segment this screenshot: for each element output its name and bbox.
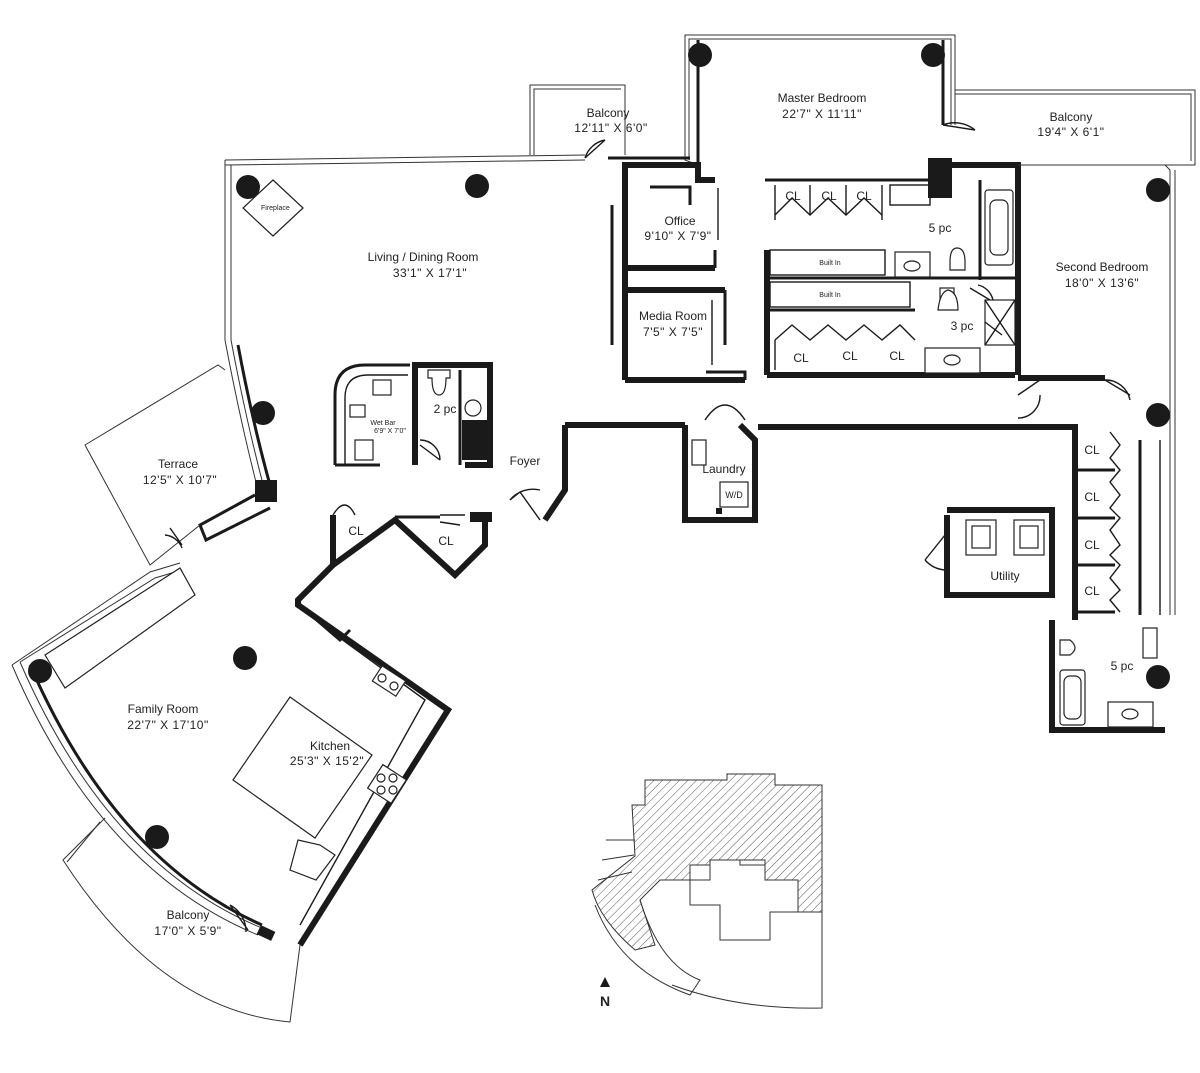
powder-room-label: 2 pc [434, 402, 457, 416]
media-room-name: Media Room [639, 309, 707, 323]
terrace-name: Terrace [158, 457, 198, 471]
column [688, 43, 712, 67]
toilet-icon [949, 247, 966, 271]
north-arrow-icon [600, 977, 610, 987]
column [1146, 178, 1170, 202]
kitchen-name: Kitchen [310, 739, 350, 753]
utility-label: Utility [990, 569, 1019, 583]
column [1146, 403, 1170, 427]
balcony-south-outline [62, 817, 301, 1023]
column [1146, 665, 1170, 689]
sink-icon [371, 664, 407, 698]
closet-label: CL [438, 534, 454, 548]
column [921, 43, 945, 67]
second-bedroom-dim: 18'0" X 13'6" [1065, 276, 1139, 290]
living-dining-name: Living / Dining Room [368, 250, 479, 264]
second-bath-label: 5 pc [1111, 659, 1134, 673]
master-bath [894, 162, 1021, 375]
hall-closets [1075, 431, 1121, 614]
fireplace [242, 179, 304, 237]
key-plan [591, 773, 823, 1009]
wet-bar-dim: 6'9" X 7'0" [374, 428, 406, 435]
foyer-closets [330, 504, 492, 580]
family-kitchen-walls [11, 562, 453, 947]
master-bedroom-name: Master Bedroom [778, 91, 867, 105]
washer-dryer-icon [719, 481, 749, 508]
foyer-label: Foyer [510, 454, 541, 468]
office-media-walls [610, 162, 747, 383]
built-in-label: Built In [819, 260, 841, 267]
closet-label: CL [1084, 490, 1100, 504]
closet-label: CL [793, 351, 809, 365]
column [233, 646, 257, 670]
laundry-label: Laundry [702, 462, 745, 476]
laundry [682, 422, 758, 523]
sink-icon [372, 379, 392, 396]
closet-label: CL [348, 524, 364, 538]
hall-walls [509, 404, 1078, 620]
column [236, 175, 260, 199]
washer-dryer-label: W/D [725, 490, 743, 500]
balcony-north-dim: 12'11" X 6'0" [574, 121, 647, 135]
closet-label: CL [1084, 538, 1100, 552]
office-name: Office [664, 214, 695, 228]
balcony-east-dim: 19'4" X 6'1" [1037, 125, 1104, 139]
built-in-label: Built In [819, 292, 841, 299]
closet-label: CL [856, 189, 872, 203]
column [465, 174, 489, 198]
balcony-east-name: Balcony [1050, 110, 1093, 124]
closet-label: CL [785, 189, 801, 203]
master-bedroom-dim: 22'7" X 11'11" [782, 107, 862, 121]
living-dining-walls [198, 139, 690, 543]
terrace-dim: 12'5" X 10'7" [143, 473, 217, 487]
living-dining-dim: 33'1" X 17'1" [393, 266, 467, 280]
north-label: N [600, 993, 610, 1009]
stove-icon [366, 763, 408, 805]
column [145, 825, 169, 849]
balcony-north-outline [529, 84, 626, 155]
kitchen-sink [371, 664, 407, 698]
family-room-dim: 22'7" X 17'10" [127, 718, 209, 732]
closet-label: CL [1084, 443, 1100, 457]
terrace-outline [84, 364, 226, 566]
toilet-icon [1059, 639, 1076, 656]
second-bedroom-walls [1017, 164, 1176, 615]
closet-label: CL [821, 189, 837, 203]
utility-room [924, 507, 1055, 598]
fireplace-label: Fireplace [261, 205, 290, 212]
balcony-north-name: Balcony [587, 106, 630, 120]
master-closets [764, 158, 1015, 378]
master-bath-label: 5 pc [929, 221, 952, 235]
closet-label: CL [889, 349, 905, 363]
second-bedroom-name: Second Bedroom [1056, 260, 1149, 274]
second-bath [1049, 620, 1165, 733]
toilet-icon [427, 369, 451, 396]
wet-bar-name: Wet Bar [370, 420, 396, 427]
powder-room [412, 362, 493, 468]
family-room-name: Family Room [128, 702, 199, 716]
kitchen-island [232, 696, 373, 839]
balcony-south-dim: 17'0" X 5'9" [154, 924, 221, 938]
closet-label: CL [842, 349, 858, 363]
column [251, 401, 275, 425]
wet-bar [333, 363, 410, 467]
column [28, 659, 52, 683]
kitchen-dim: 25'3" X 15'2" [290, 754, 364, 768]
media-room-dim: 7'5" X 7'5" [643, 325, 703, 339]
closet-label: CL [1084, 584, 1100, 598]
balcony-south-name: Balcony [167, 908, 210, 922]
ensuite-bath-label: 3 pc [951, 319, 974, 333]
office-dim: 9'10" X 7'9" [644, 229, 711, 243]
